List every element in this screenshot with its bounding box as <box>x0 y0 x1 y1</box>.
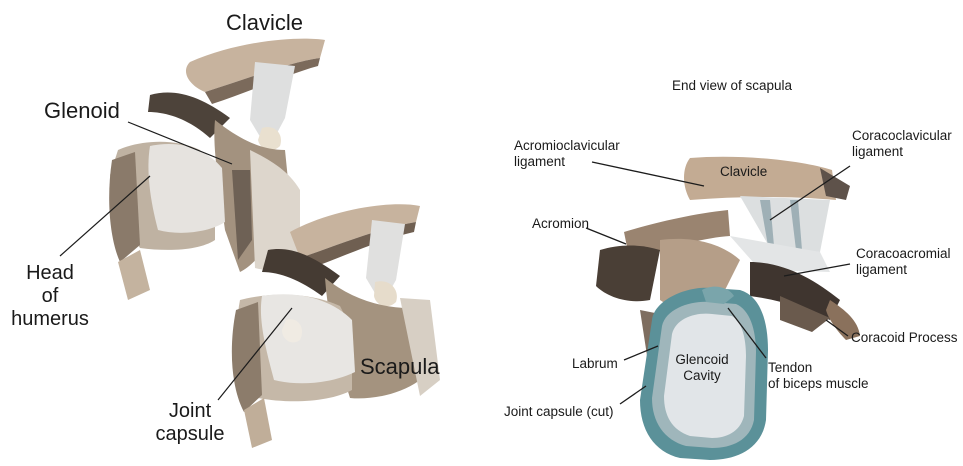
label-glenoid: Glenoid <box>44 98 120 123</box>
label-coracoacromial-ligament: Coracoacromial ligament <box>856 246 951 277</box>
label-tendon-of-biceps: Tendon of biceps muscle <box>768 360 869 391</box>
label-joint-line2: capsule <box>140 423 240 446</box>
label-acromioclavicular-ligament: Acromioclavicular ligament <box>514 138 620 169</box>
label-joint-capsule: Joint capsule <box>140 400 240 446</box>
label-head-line2: of <box>10 285 90 308</box>
label-coracoclavicular-line1: Coracoclavicular <box>852 128 952 144</box>
label-coracoclavicular-ligament: Coracoclavicular ligament <box>852 128 952 159</box>
label-coracoid-process: Coracoid Process <box>851 330 958 346</box>
label-head-line3: humerus <box>10 308 90 331</box>
label-coracoacromial-line1: Coracoacromial <box>856 246 951 262</box>
label-glenoid-cavity-line2: Cavity <box>666 368 738 384</box>
label-glenoid-cavity-line1: Glencoid <box>666 352 738 368</box>
label-clavicle-right: Clavicle <box>720 164 767 180</box>
label-joint-capsule-cut: Joint capsule (cut) <box>504 404 614 420</box>
label-head-line1: Head <box>10 262 90 285</box>
label-glenoid-cavity: Glencoid Cavity <box>666 352 738 383</box>
leader-acromion <box>586 228 626 244</box>
label-clavicle-left: Clavicle <box>226 10 303 35</box>
label-acromioclavicular-line1: Acromioclavicular <box>514 138 620 154</box>
label-acromion: Acromion <box>532 216 589 232</box>
label-scapula: Scapula <box>360 354 440 379</box>
label-coracoclavicular-line2: ligament <box>852 144 952 160</box>
label-acromioclavicular-line2: ligament <box>514 154 620 170</box>
label-tendon-line2: of biceps muscle <box>768 376 869 392</box>
label-joint-line1: Joint <box>140 400 240 423</box>
label-coracoacromial-line2: ligament <box>856 262 951 278</box>
label-head-of-humerus: Head of humerus <box>10 262 90 331</box>
label-labrum: Labrum <box>572 356 618 372</box>
right-figure-title: End view of scapula <box>672 78 792 94</box>
label-tendon-line1: Tendon <box>768 360 869 376</box>
